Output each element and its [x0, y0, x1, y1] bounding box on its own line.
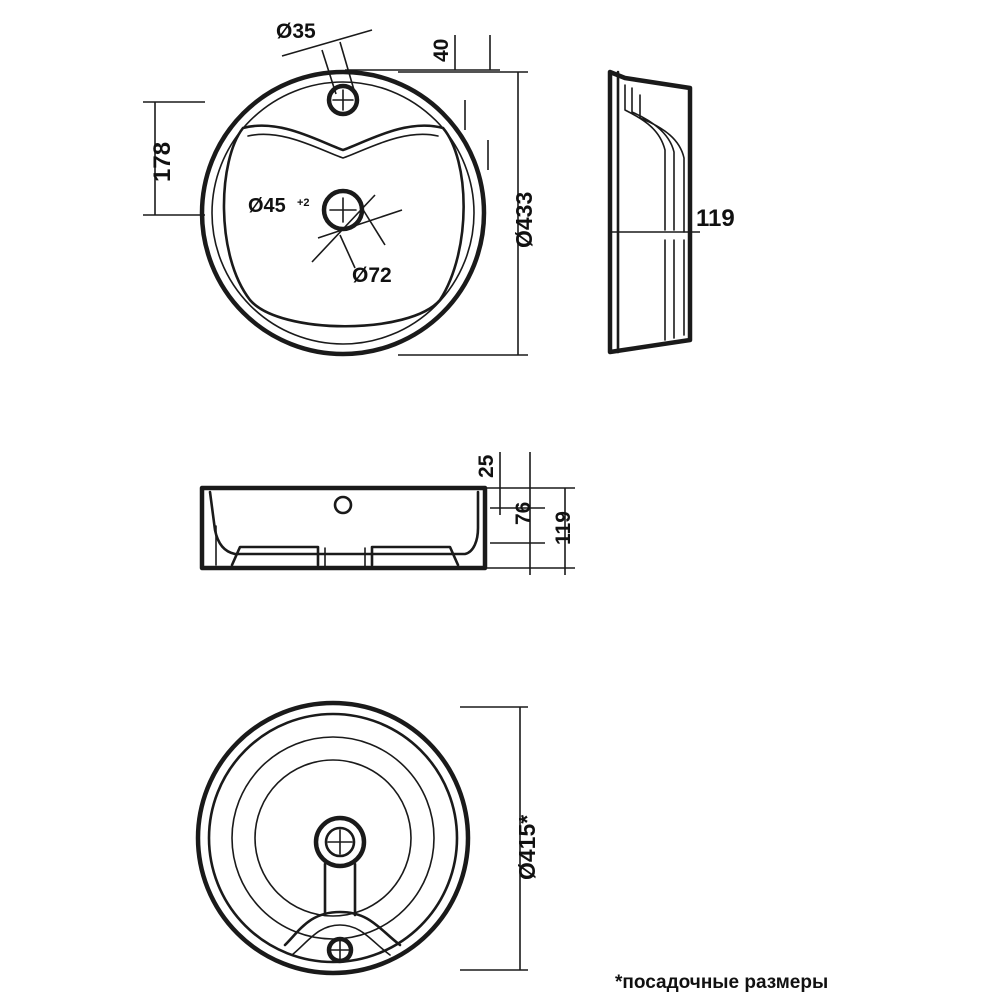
front-view-overflow-hole: [333, 495, 353, 515]
dim-drain-leader-4: [339, 234, 356, 269]
front-view-outline: [199, 485, 488, 571]
dim-drain-leader-1: [317, 209, 403, 239]
dim-drain-offset-label: 178: [149, 142, 176, 182]
dim-front-total-label: 119: [552, 511, 575, 545]
bottom-view-outer-rim: [195, 700, 471, 976]
dim-outer-diameter-label: Ø433: [511, 192, 537, 248]
dim-tap-leader-2: [321, 49, 337, 95]
top-view-bowl-edge: [222, 124, 465, 328]
dim-drain-hole-tolerance: +2: [297, 197, 310, 209]
front-view-foot-left: [230, 545, 320, 567]
front-view-foot-right: [370, 545, 460, 567]
bottom-view-drain: [313, 815, 367, 869]
bottom-view-bridge: [283, 910, 402, 947]
dim-front-mid-label: 76: [512, 502, 535, 525]
bottom-view-ring-3: [231, 736, 435, 940]
front-view-bowl: [208, 490, 480, 556]
side-view: 119: [607, 69, 735, 355]
dim-side-height-label: 119: [696, 205, 735, 232]
dim-tap-hole-label: Ø35: [276, 20, 316, 43]
dim-tap-leader-1: [281, 29, 373, 57]
side-view-lower-channel: [664, 239, 685, 341]
top-view-bowl-edge-inner: [247, 133, 439, 159]
footnote: *посадочные размеры: [615, 972, 828, 993]
side-view-outline: [607, 69, 693, 355]
bottom-view-channel: [323, 862, 357, 917]
dim-mounting-diameter-label: Ø415*: [514, 815, 540, 880]
bottom-view: Ø415*: [195, 700, 540, 976]
dim-drain-hole-label: Ø45: [248, 195, 286, 217]
front-view: 25 76 119: [199, 452, 575, 575]
bottom-view-bridge-inner: [291, 924, 391, 956]
tap-hole: [326, 83, 360, 117]
dim-drain-leader-2: [311, 194, 376, 263]
dim-front-top-label: 25: [475, 454, 498, 478]
top-view-inner-rim: [211, 81, 475, 345]
bottom-view-ring-2: [207, 712, 459, 964]
dim-drain-outer-label: Ø72: [352, 264, 392, 287]
side-view-channel: [624, 84, 685, 233]
dim-tap-leader-3: [339, 41, 355, 91]
top-view-outer-rim: [199, 69, 487, 357]
dim-rim-offset-label: 40: [430, 39, 453, 62]
bottom-view-ring-4: [254, 759, 412, 917]
bottom-view-drain-inner: [324, 826, 356, 858]
top-view: Ø35 40 178 Ø45 +2 Ø72 Ø433: [143, 20, 537, 357]
dim-drain-leader-3: [361, 207, 386, 246]
